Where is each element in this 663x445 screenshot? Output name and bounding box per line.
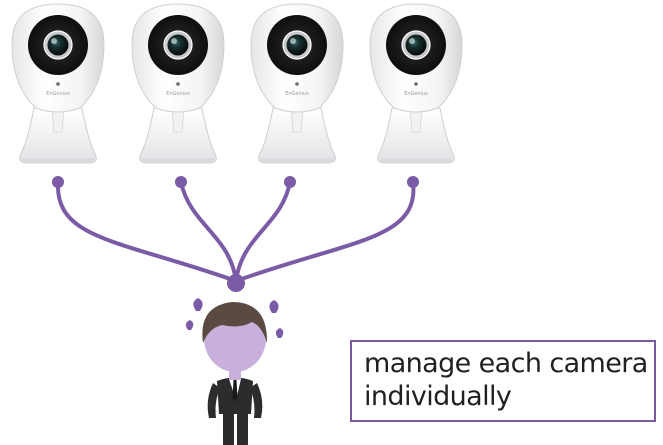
camera-brand-text: EnGenius [285,91,309,97]
connector-hub [227,274,245,292]
camera-lens [47,34,69,56]
camera-brand-text: EnGenius [404,91,428,97]
camera-3: EnGenius [250,3,344,164]
connector-lines [55,180,416,283]
connector-dot-4 [407,176,419,188]
camera-row: EnGenius EnGenius EnGenius EnGenius [11,3,463,164]
connector-dot-2 [175,176,187,188]
camera-indicator [176,82,180,86]
camera-lens [405,34,427,56]
camera-indicator [414,82,418,86]
worried-person [185,298,284,445]
connector-dot-1 [52,176,64,188]
left-arm [207,383,220,418]
camera-lens-highlight [409,38,415,44]
caption-box: manage each camera individually [350,340,656,422]
connector-line-1 [55,180,238,283]
sweat-drop-left [193,298,203,311]
connector-line-4 [234,180,416,283]
camera-brand-text: EnGenius [46,91,70,97]
hair [202,302,268,343]
camera-lens [286,34,308,56]
camera-indicator [295,82,299,86]
right-arm [250,383,263,418]
camera-stand-base [141,158,215,163]
connector-line-2 [179,180,238,283]
sweat-drop-right-small [275,328,284,338]
camera-2: EnGenius [131,3,225,164]
camera-4: EnGenius [369,3,463,164]
necktie [232,380,238,402]
camera-1: EnGenius [11,3,105,164]
camera-lens-highlight [51,38,57,44]
connector-line-3 [234,180,292,283]
camera-lens [167,34,189,56]
sweat-drop-right [269,300,279,313]
camera-stand-base [21,158,95,163]
right-leg [237,410,248,445]
camera-brand-text: EnGenius [166,91,190,97]
camera-lens-highlight [171,38,177,44]
connector-dot-3 [284,176,296,188]
camera-stand-base [379,158,453,163]
camera-indicator [56,82,60,86]
camera-stand-base [260,158,334,163]
caption-line-2: individually [364,381,512,412]
left-leg [223,410,234,445]
sweat-drop-left-small [185,320,194,330]
caption-line-1: manage each camera [364,348,648,379]
camera-lens-highlight [290,38,296,44]
